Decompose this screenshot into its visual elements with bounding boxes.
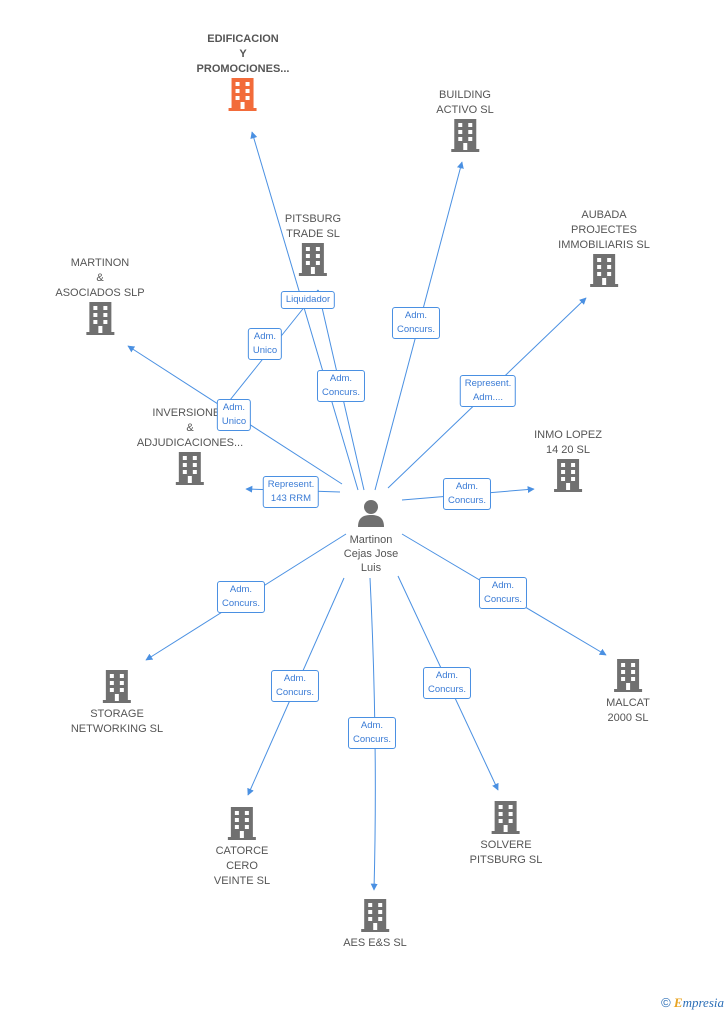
node-catorce[interactable]: CATORCE CERO VEINTE SL <box>214 806 270 889</box>
node-label: PITSBURG TRADE SL <box>284 213 342 240</box>
node-label: SOLVERE PITSBURG SL <box>469 839 543 866</box>
building-icon <box>228 807 256 840</box>
node-inversiones[interactable]: INVERSIONES & ADJUDICACIONES... <box>137 406 243 485</box>
node-edificacion[interactable]: EDIFICACION Y PROMOCIONES... <box>196 32 290 111</box>
relation-label: Adm. Concurs. <box>347 717 397 749</box>
building-icon <box>589 254 618 287</box>
relation-label: Adm. Concurs. <box>391 307 441 339</box>
relation-label: Adm. Concurs. <box>478 577 528 609</box>
node-label: MALCAT 2000 SL <box>606 697 650 724</box>
node-label: MARTINON & ASOCIADOS SLP <box>55 257 145 299</box>
person-icon <box>358 500 384 527</box>
building-icon <box>492 801 520 834</box>
building-icon <box>229 78 257 111</box>
node-aubada[interactable]: AUBADA PROJECTES IMMOBILIARIS SL <box>558 208 650 287</box>
node-malcat[interactable]: MALCAT 2000 SL <box>606 658 650 726</box>
node-martinon-asociados[interactable]: MARTINON & ASOCIADOS SLP <box>55 256 145 335</box>
node-label: AES E&S SL <box>343 937 407 949</box>
relation-label: Adm. Concurs. <box>316 370 366 402</box>
node-label: EDIFICACION Y PROMOCIONES... <box>196 33 290 75</box>
building-icon <box>85 302 114 335</box>
node-label: INVERSIONES & ADJUDICACIONES... <box>136 407 244 449</box>
relation-label: Adm. Unico <box>247 328 283 360</box>
relation-label: Adm. Concurs. <box>270 670 320 702</box>
node-label: STORAGE NETWORKING SL <box>70 708 164 735</box>
node-label: CATORCE CERO VEINTE SL <box>213 845 271 887</box>
node-label: AUBADA PROJECTES IMMOBILIARIS SL <box>558 209 650 251</box>
relation-label: Adm. Concurs. <box>422 667 472 699</box>
relation-label: Adm. Concurs. <box>442 478 492 510</box>
center-person-label: Martinon Cejas Jose Luis <box>343 534 399 574</box>
node-inmo-lopez[interactable]: INMO LOPEZ 14 20 SL <box>534 428 602 492</box>
building-icon <box>451 119 479 152</box>
building-icon <box>554 459 582 492</box>
node-storage[interactable]: STORAGE NETWORKING SL <box>71 669 163 737</box>
node-label: BUILDING ACTIVO SL <box>436 89 494 116</box>
empresia-logo: © Empresia <box>661 995 724 1011</box>
node-pitsburg-trade[interactable]: PITSBURG TRADE SL <box>285 212 341 276</box>
copyright-symbol: © <box>661 995 671 1010</box>
relation-label: Adm. Concurs. <box>216 581 266 613</box>
node-label: INMO LOPEZ 14 20 SL <box>534 429 602 456</box>
center-person[interactable] <box>356 498 386 528</box>
relation-label: Represent. 143 RRM <box>262 476 320 508</box>
node-building[interactable]: BUILDING ACTIVO SL <box>436 88 494 152</box>
brand-initial: E <box>673 995 683 1010</box>
relation-label: Adm. Unico <box>216 399 252 431</box>
building-icon <box>614 659 642 692</box>
relation-label: Represent. Adm.... <box>459 375 517 407</box>
building-icon <box>175 452 204 485</box>
building-icon <box>361 899 389 932</box>
node-aes[interactable]: AES E&S SL <box>343 898 407 951</box>
brand-name: mpresia <box>682 995 724 1010</box>
node-solvere[interactable]: SOLVERE PITSBURG SL <box>469 800 543 868</box>
edge-edificacion <box>250 131 359 491</box>
building-icon <box>102 670 131 703</box>
building-icon <box>298 243 327 276</box>
relation-label: Liquidador <box>280 291 336 309</box>
